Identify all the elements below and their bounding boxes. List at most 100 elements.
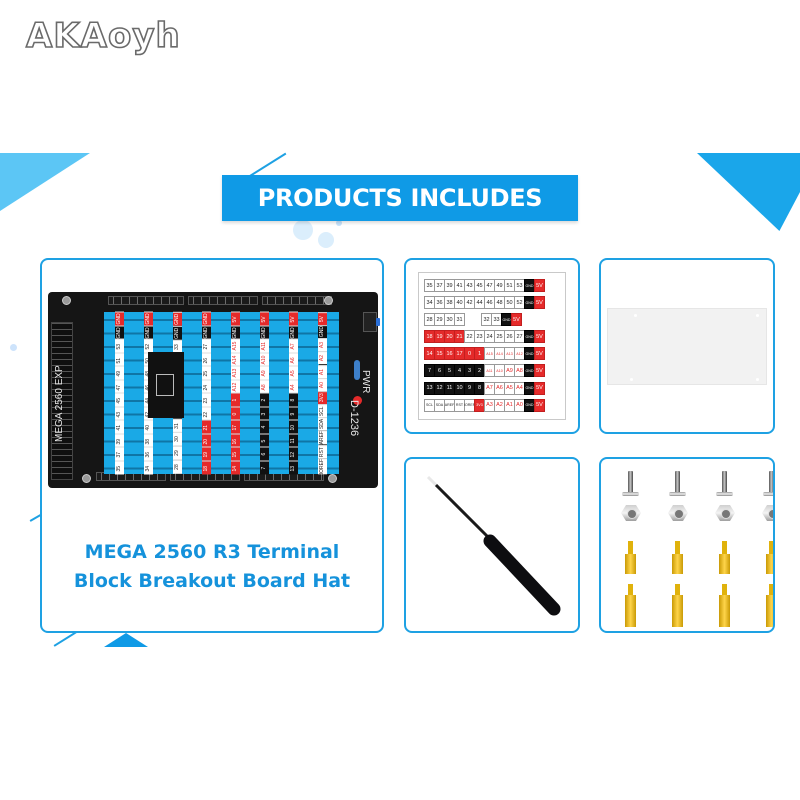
pin-label: GND: [260, 325, 269, 339]
pin-label: 9: [289, 406, 298, 420]
pin-label: 5V: [289, 312, 298, 326]
pin-label: 26: [202, 352, 211, 366]
hardware-set: [760, 467, 773, 627]
pin-label: RST: [318, 444, 327, 458]
long-brass-standoff-icon: [625, 595, 636, 627]
screw-icon: [769, 471, 773, 494]
pin-label: 7: [260, 460, 269, 474]
brand-logo: AKAoyh: [25, 15, 181, 57]
pin-label: 15: [231, 447, 240, 461]
pin-label: 1: [231, 393, 240, 407]
pin-header: [262, 296, 332, 305]
pin-label: 45: [115, 393, 124, 407]
screw-head: [622, 492, 639, 496]
pin-label: 53: [115, 339, 124, 353]
decorative-bubble: [336, 220, 342, 226]
pin-label: A12: [231, 379, 240, 393]
decorative-bubble: [318, 232, 334, 248]
pin-label: A13: [231, 366, 240, 380]
pin-label: A8: [260, 379, 269, 393]
pin-label: A15: [231, 339, 240, 353]
product-card-screwdriver: [404, 457, 580, 633]
sticker-label: 5V: [534, 364, 545, 378]
long-brass-standoff-icon: [672, 595, 683, 627]
pin-label: 40: [144, 420, 153, 434]
board-model-label: D-1236: [348, 400, 360, 437]
product-title-line2: Block Breakout Board Hat: [73, 570, 351, 592]
resistor: [354, 360, 360, 380]
decorative-triangle-right: [697, 153, 800, 231]
pin-label: GND: [318, 325, 327, 339]
pin-label: 39: [115, 433, 124, 447]
pin-label: 24: [202, 379, 211, 393]
hex-nut-icon: [621, 505, 641, 521]
pin-label: A5: [289, 366, 298, 380]
pin-label: 38: [144, 433, 153, 447]
pin-label: 19: [202, 447, 211, 461]
sticker-label: 5V: [534, 347, 545, 361]
pin-label: 3: [260, 406, 269, 420]
pin-label: 17: [231, 420, 240, 434]
hardware-set: [666, 467, 690, 627]
pin-label: 5V: [318, 312, 327, 326]
screw-head: [716, 492, 733, 496]
sticker-label: 31: [454, 313, 465, 327]
screwdriver-image: [426, 475, 561, 616]
standoff-thread: [675, 541, 680, 554]
pin-label: A7: [289, 339, 298, 353]
decorative-triangle-bottom: [104, 633, 148, 647]
pin-label: 20: [202, 433, 211, 447]
long-brass-standoff-icon: [719, 595, 730, 627]
product-title-line1: MEGA 2560 R3 Terminal: [84, 541, 340, 563]
pin-label: 2: [260, 393, 269, 407]
sticker-label: 5V: [534, 330, 545, 344]
pin-label: 34: [144, 460, 153, 474]
pin-label: GND: [202, 312, 211, 326]
pin-label: A3: [318, 338, 327, 352]
sticker-label: 5V: [534, 381, 545, 395]
pin-label: SCL: [318, 403, 327, 418]
mounting-hole: [82, 474, 91, 483]
short-brass-standoff-icon: [719, 554, 730, 574]
pin-label: GND: [289, 325, 298, 339]
pin-label: A1: [318, 364, 327, 378]
pin-label: 16: [231, 433, 240, 447]
pin-label: GND: [202, 325, 211, 339]
pin-label: A9: [260, 366, 269, 380]
decorative-bubble: [293, 220, 313, 240]
pin-label: 12: [289, 447, 298, 461]
pin-label: IOREF: [318, 457, 327, 475]
pin-label: 11: [289, 433, 298, 447]
mounting-hardware-image: [607, 467, 773, 627]
sticker-label: 5V: [511, 313, 522, 327]
pin-label: 23: [202, 393, 211, 407]
pin-label: 6: [260, 447, 269, 461]
pin-label: 43: [115, 406, 124, 420]
long-brass-standoff-icon: [766, 595, 773, 627]
pin-label: 8: [289, 393, 298, 407]
pin-label: GND: [144, 325, 153, 339]
power-led: [353, 396, 362, 405]
pin-label: GND: [231, 325, 240, 339]
pin-label: A4: [289, 379, 298, 393]
sticker-label: 5V: [534, 296, 545, 310]
icsp-header: [156, 374, 174, 396]
pin-label: 35: [115, 460, 124, 474]
hex-nut-icon: [762, 505, 773, 521]
power-label: PWR: [360, 370, 371, 394]
mounting-hole: [324, 296, 333, 305]
acrylic-plate-image: [607, 308, 767, 385]
pin-header: [108, 296, 184, 305]
mounting-hole: [62, 296, 71, 305]
screw-head: [669, 492, 686, 496]
pin-label: 31: [173, 418, 182, 433]
screw-icon: [722, 471, 727, 494]
